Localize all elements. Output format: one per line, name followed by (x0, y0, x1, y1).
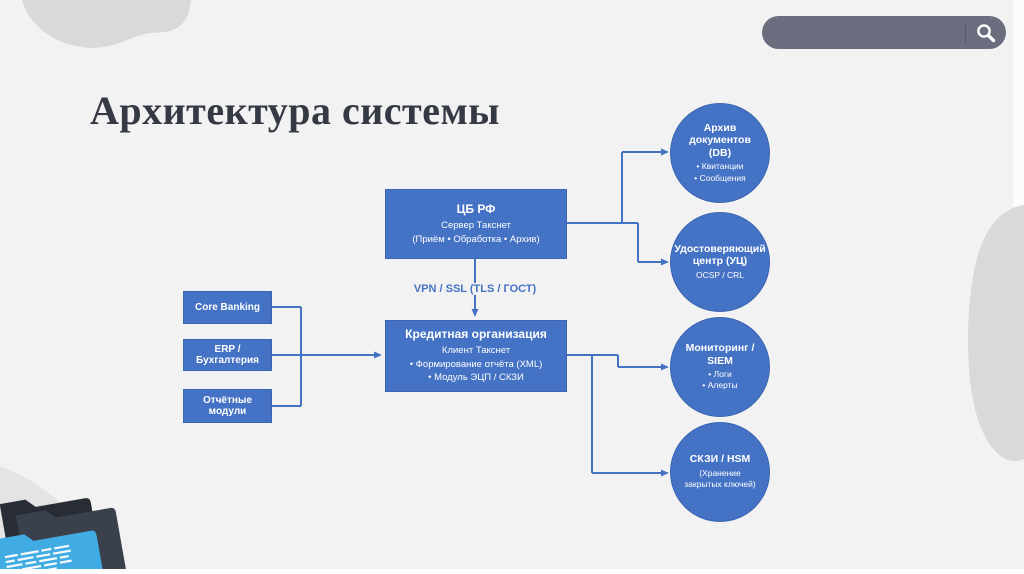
node-skzi-hsm: СКЗИ / HSM (Хранение закрытых ключей) (670, 422, 770, 522)
node-core-banking-label: Core Banking (194, 302, 260, 313)
node-skzi-hsm-line: (Хранение закрытых ключей) (684, 467, 756, 490)
node-monitoring-siem-title: Мониторинг / SIEM (685, 342, 755, 367)
node-ca-center-line: OCSP / CRL (695, 269, 745, 280)
node-skzi-hsm-title: СКЗИ / HSM (689, 453, 751, 466)
node-ca-center-title: Удостоверяющий центр (УЦ) (674, 242, 766, 268)
bottom-white-strip (0, 569, 1024, 574)
folder-front-blue (0, 530, 105, 574)
node-archive-db-line: • Квитанции (696, 161, 744, 172)
vpn-link-label: VPN / SSL (TLS / ГОСТ) (407, 283, 543, 295)
node-monitoring-siem-line: • Логи (708, 368, 732, 379)
node-monitoring-siem: Мониторинг / SIEM • Логи • Алерты (670, 317, 770, 417)
node-archive-db: Архив документов (DB) • Квитанции • Сооб… (670, 103, 770, 203)
node-monitoring-siem-line: • Алерты (702, 380, 738, 391)
search-input[interactable] (762, 16, 965, 49)
blob-top-left (22, 0, 191, 48)
right-white-strip (1013, 0, 1024, 212)
node-credit-org-title: Кредитная организация (405, 326, 547, 341)
node-cb-rf-line3: (Приём • Обработка • Архив) (412, 233, 540, 245)
node-core-banking: Core Banking (183, 291, 272, 324)
node-cb-rf: ЦБ РФ Сервер Такснет (Приём • Обработка … (385, 189, 567, 259)
node-cb-rf-title: ЦБ РФ (456, 201, 496, 216)
node-erp: ERP / Бухгалтерия (183, 339, 272, 371)
search-bar[interactable] (762, 16, 1006, 49)
search-divider (965, 22, 966, 43)
node-ca-center: Удостоверяющий центр (УЦ) OCSP / CRL (670, 212, 770, 312)
page-title: Архитектура системы (90, 87, 500, 133)
node-report-modules: Отчётные модули (183, 389, 272, 423)
node-credit-org-bullet: • Модуль ЭЦП / СКЗИ (428, 372, 524, 384)
node-archive-db-title: Архив документов (DB) (689, 121, 751, 159)
blob-right (968, 205, 1024, 462)
search-button[interactable] (966, 16, 1006, 49)
node-report-modules-label: Отчётные модули (202, 395, 253, 417)
node-archive-db-line: • Сообщения (694, 172, 746, 183)
node-credit-org-bullet: • Формирование отчёта (XML) (409, 358, 543, 370)
node-credit-org: Кредитная организация Клиент Такснет • Ф… (385, 320, 567, 392)
search-icon (975, 22, 997, 44)
node-erp-label: ERP / Бухгалтерия (196, 344, 259, 366)
node-credit-org-line2: Клиент Такснет (441, 344, 511, 356)
node-cb-rf-line2: Сервер Такснет (441, 219, 511, 231)
